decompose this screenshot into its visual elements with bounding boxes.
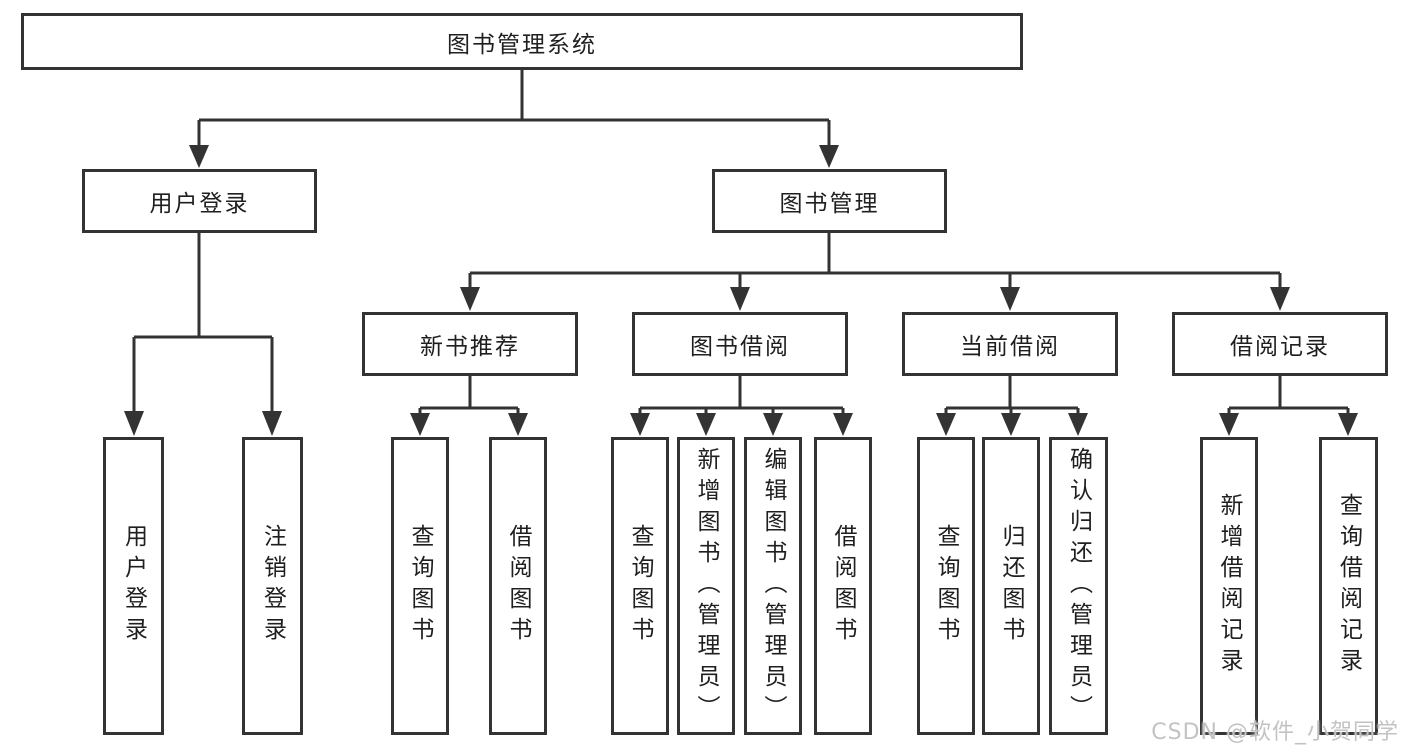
node-borrowing-records: 借阅记录	[1172, 312, 1388, 376]
node-book-borrowing: 图书借阅	[632, 312, 848, 376]
leaf-return-books: 归还图书	[982, 437, 1040, 735]
leaf-query-borrow-record: 查询借阅记录	[1319, 437, 1378, 735]
leaf-query-books-current: 查询图书	[917, 437, 975, 735]
leaf-add-books-admin: 新增图书（管理员）	[677, 437, 735, 735]
leaf-add-borrow-record: 新增借阅记录	[1200, 437, 1258, 735]
leaf-user-login: 用户登录	[103, 437, 164, 735]
node-new-book-recommendation: 新书推荐	[362, 312, 578, 376]
leaf-borrow-books: 借阅图书	[814, 437, 872, 735]
leaf-confirm-return-admin: 确认归还（管理员）	[1049, 437, 1108, 735]
node-user-login-branch: 用户登录	[82, 169, 317, 233]
leaf-logout: 注销登录	[242, 437, 303, 735]
leaf-query-books-borrowing: 查询图书	[611, 437, 669, 735]
node-book-management-branch: 图书管理	[712, 169, 947, 233]
node-root-library-management-system: 图书管理系统	[21, 13, 1023, 70]
leaf-query-books-recommend: 查询图书	[391, 437, 449, 735]
node-current-borrowing: 当前借阅	[902, 312, 1118, 376]
leaf-borrow-books-recommend: 借阅图书	[489, 437, 547, 735]
leaf-edit-books-admin: 编辑图书（管理员）	[744, 437, 802, 735]
